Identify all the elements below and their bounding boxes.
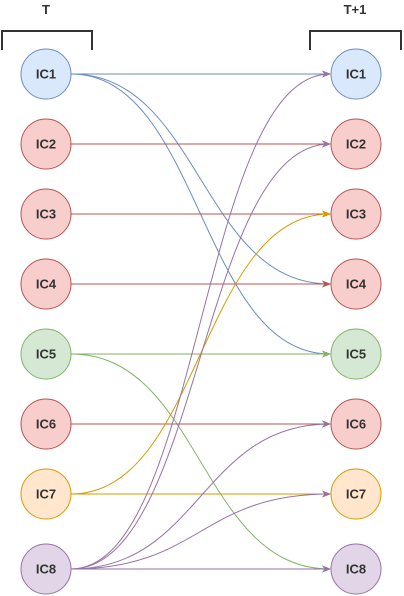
right-node-ic6: IC6 — [330, 398, 382, 450]
edge-ic7-to-ic3 — [70, 210, 331, 495]
left-node-ic8: IC8 — [20, 543, 72, 595]
left-node-ic3: IC3 — [20, 188, 72, 240]
left-column-header: T — [1, 2, 93, 50]
node-circle — [330, 118, 382, 170]
right-node-ic2: IC2 — [330, 118, 382, 170]
node-label: IC5 — [346, 347, 366, 362]
node-circle — [330, 468, 382, 520]
node-circle — [330, 258, 382, 310]
right-column-header: T+1 — [309, 2, 402, 50]
node-label: IC8 — [36, 562, 56, 577]
edge-ic1-to-ic4 — [70, 73, 331, 288]
node-label: IC4 — [36, 277, 57, 292]
node-label: IC1 — [346, 67, 366, 82]
left-column-title: T — [42, 2, 50, 17]
edge-ic5-to-ic8 — [70, 353, 331, 573]
right-node-ic7: IC7 — [330, 468, 382, 520]
node-circle — [20, 48, 72, 100]
node-label: IC6 — [36, 417, 56, 432]
node-label: IC3 — [346, 207, 366, 222]
node-circle — [20, 468, 72, 520]
right-column-bracket — [309, 30, 402, 50]
node-circle — [20, 118, 72, 170]
right-node-ic5: IC5 — [330, 328, 382, 380]
node-circle — [20, 543, 72, 595]
node-label: IC3 — [36, 207, 56, 222]
left-node-ic5: IC5 — [20, 328, 72, 380]
node-circle — [330, 398, 382, 450]
left-column-bracket — [1, 30, 93, 50]
node-label: IC5 — [36, 347, 56, 362]
right-node-ic1: IC1 — [330, 48, 382, 100]
edge-ic8-to-ic6 — [70, 420, 331, 570]
right-node-ic4: IC4 — [330, 258, 382, 310]
node-label: IC7 — [36, 487, 56, 502]
node-circle — [20, 258, 72, 310]
node-label: IC2 — [346, 137, 366, 152]
node-circle — [20, 398, 72, 450]
node-label: IC7 — [346, 487, 366, 502]
node-circle — [330, 328, 382, 380]
edge-ic8-to-ic2 — [70, 140, 331, 570]
left-node-ic6: IC6 — [20, 398, 72, 450]
edge-ic8-to-ic7 — [70, 490, 331, 570]
right-column-title: T+1 — [344, 2, 367, 17]
node-label: IC6 — [346, 417, 366, 432]
node-label: IC1 — [36, 67, 56, 82]
edges — [70, 70, 331, 573]
left-node-ic1: IC1 — [20, 48, 72, 100]
right-node-ic3: IC3 — [330, 188, 382, 240]
node-label: IC2 — [36, 137, 56, 152]
node-circle — [330, 543, 382, 595]
left-node-ic2: IC2 — [20, 118, 72, 170]
node-circle — [330, 188, 382, 240]
right-node-ic8: IC8 — [330, 543, 382, 595]
left-node-ic7: IC7 — [20, 468, 72, 520]
node-circle — [20, 328, 72, 380]
node-circle — [330, 48, 382, 100]
left-node-ic4: IC4 — [20, 258, 72, 310]
node-circle — [20, 188, 72, 240]
node-label: IC8 — [346, 562, 366, 577]
edge-ic8-to-ic1 — [70, 70, 331, 570]
node-label: IC4 — [346, 277, 367, 292]
